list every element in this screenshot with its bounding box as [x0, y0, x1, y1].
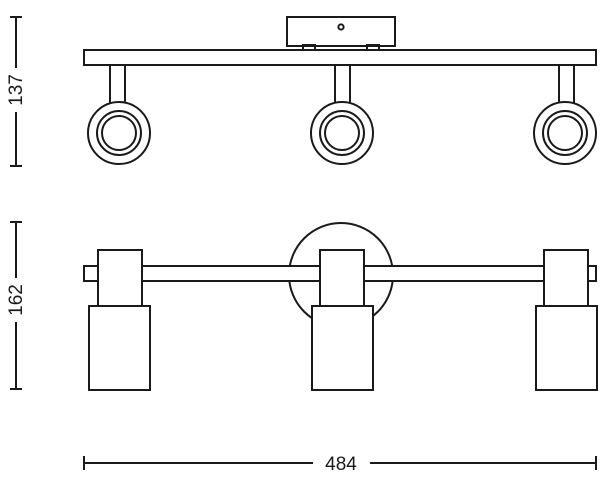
dim-137-label: 137 — [6, 74, 27, 106]
top-view-spot-right-lens-outer — [542, 110, 588, 156]
front-view-spot-left — [88, 249, 151, 391]
front-view-spot-center — [311, 249, 374, 391]
dimension-137: 137 — [6, 16, 27, 167]
dim-162-label: 162 — [6, 284, 27, 316]
top-view-spot-left — [87, 65, 151, 165]
front-view-spot-right-head — [543, 249, 589, 307]
front-view-spot-center-body — [311, 305, 374, 391]
top-view-spot-center-lens-outer — [319, 110, 365, 156]
front-view-spot-left-body — [88, 305, 151, 391]
front-view-spot-right — [535, 249, 598, 391]
dim-484-label: 484 — [325, 454, 357, 475]
top-view-spot-left-lens-outer — [96, 110, 142, 156]
front-view-spot-left-head — [97, 249, 143, 307]
top-view-bar — [83, 49, 597, 66]
top-view-spot-center — [310, 65, 374, 165]
top-view-spot-right — [533, 65, 597, 165]
top-view — [83, 16, 597, 165]
top-view-spot-left-lens-inner — [101, 115, 137, 151]
front-view-spot-center-head — [319, 249, 365, 307]
dimension-484: 484 — [83, 454, 597, 475]
front-view — [83, 222, 598, 391]
dimension-162: 162 — [6, 221, 27, 390]
top-view-spot-center-lens-inner — [324, 115, 360, 151]
top-view-mount-screw — [337, 23, 345, 31]
top-view-mount-box — [286, 16, 396, 47]
top-view-spot-right-lens-inner — [547, 115, 583, 151]
front-view-spot-right-body — [535, 305, 598, 391]
